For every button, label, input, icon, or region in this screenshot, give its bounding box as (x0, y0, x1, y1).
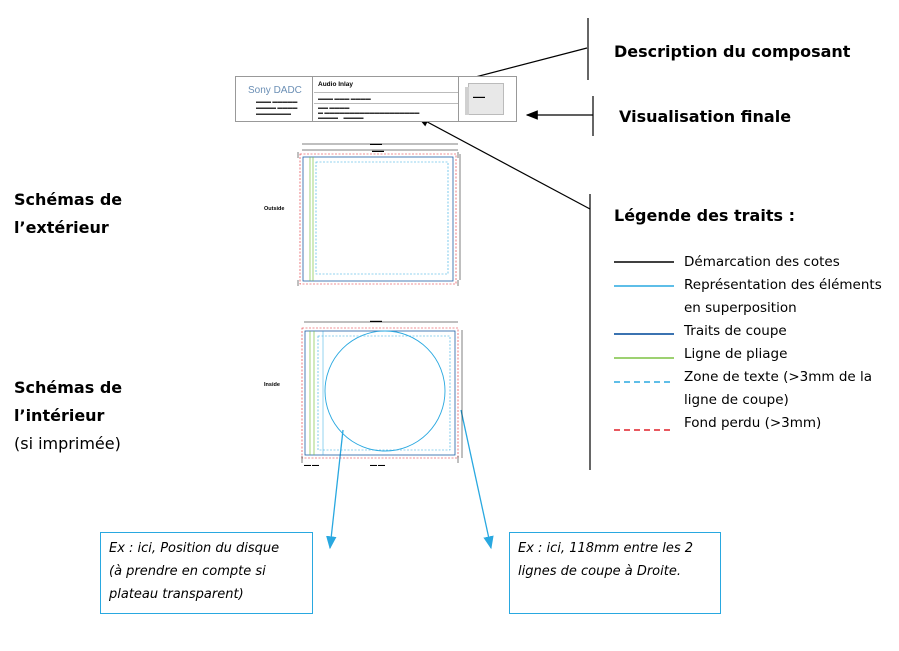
outside-label: Outside (264, 206, 285, 212)
svg-text:▬▬ ▬▬: ▬▬ ▬▬ (370, 463, 385, 467)
callout-disc-position: Ex : ici, Position du disque (à prendre … (100, 532, 313, 614)
inside-text-zone-rect (317, 335, 451, 451)
component-details: ▬▬ ▬▬▬▬▬ ▬▬▬▬▬▬▬▬▬▬▬▬▬▬▬▬▬▬▬▬▬▬▬ ▬▬▬▬ (318, 105, 420, 121)
brand-address: ▬▬▬ ▬▬▬▬▬▬▬▬▬ ▬▬▬▬▬▬▬▬▬▬▬ (256, 99, 298, 117)
legend-item-texte-a: Zone de texte (>3mm de la (684, 369, 873, 385)
card-divider-2 (458, 77, 459, 121)
legend-swatches (614, 261, 674, 431)
callout-right-line2: lignes de coupe à Droite. (518, 564, 681, 579)
callout-left-arrow (326, 429, 344, 550)
inside-bleed-rect (301, 327, 459, 459)
legend-item-superposition-a: Représentation des éléments (684, 277, 882, 293)
outside-diagram: ▬▬▬ ▬▬▬ (297, 141, 461, 286)
visualisation-title: Visualisation finale (619, 107, 792, 126)
exterior-section-label: Schémas de l’extérieur (14, 186, 122, 242)
svg-text:▬▬▬: ▬▬▬ (372, 148, 384, 153)
legend-title: Légende des traits : (614, 206, 795, 225)
svg-text:▬▬▬: ▬▬▬ (370, 318, 382, 323)
cut-rect (302, 156, 454, 282)
inside-diagram: ▬▬▬ ▬▬ ▬▬ ▬▬ ▬▬ (301, 318, 463, 467)
legend-item-pliage: Ligne de pliage (684, 346, 788, 362)
inside-cut-rect (304, 330, 456, 456)
card-rule-1 (314, 92, 458, 93)
interior-label-line2: l’intérieur (14, 406, 105, 425)
bleed-rect (299, 153, 457, 285)
inside-label: Inside (264, 382, 280, 388)
legend-item-superposition-b: en superposition (684, 300, 797, 316)
arrow-to-legend-area (416, 116, 591, 210)
legend-item-coupe: Traits de coupe (684, 323, 787, 339)
legend-list: Démarcation des cotes Représentation des… (684, 251, 882, 435)
final-preview-thumbnail: ▬▬▬ (465, 83, 504, 115)
callout-left-line2: (à prendre en compte si (109, 564, 266, 579)
card-divider-1 (312, 77, 313, 121)
interior-label-line1: Schémas de (14, 378, 123, 397)
callout-left-line1: Ex : ici, Position du disque (109, 541, 280, 556)
svg-text:▬▬ ▬▬: ▬▬ ▬▬ (304, 463, 319, 467)
interior-label-line3: (si imprimée) (14, 434, 121, 453)
card-rule-2 (314, 103, 458, 104)
callout-right-arrow (460, 409, 494, 550)
component-header-card: Sony DADC ▬▬▬ ▬▬▬▬▬▬▬▬▬ ▬▬▬▬▬▬▬▬▬▬▬ Audi… (235, 76, 517, 122)
legend-item-fond-perdu: Fond perdu (>3mm) (684, 415, 822, 431)
disc-position-circle (324, 330, 446, 452)
legend-item-texte-b: ligne de coupe) (684, 392, 789, 408)
callout-left-line3: plateau transparent) (109, 587, 244, 602)
brand-name: Sony DADC (248, 85, 302, 96)
exterior-label-line1: Schémas de (14, 190, 123, 209)
component-subtitle: ▬▬▬ ▬▬▬ ▬▬▬▬ (318, 96, 371, 102)
callout-right-line1: Ex : ici, 118mm entre les 2 (518, 541, 694, 556)
svg-text:▬▬▬: ▬▬▬ (370, 141, 382, 146)
callout-cut-lines: Ex : ici, 118mm entre les 2 lignes de co… (509, 532, 721, 614)
interior-section-label: Schémas de l’intérieur (si imprimée) (14, 374, 122, 458)
text-zone-rect (315, 161, 449, 275)
description-title: Description du composant (614, 42, 851, 61)
legend-item-cotes: Démarcation des cotes (684, 254, 840, 270)
exterior-label-line2: l’extérieur (14, 218, 109, 237)
component-name: Audio Inlay (318, 81, 354, 88)
